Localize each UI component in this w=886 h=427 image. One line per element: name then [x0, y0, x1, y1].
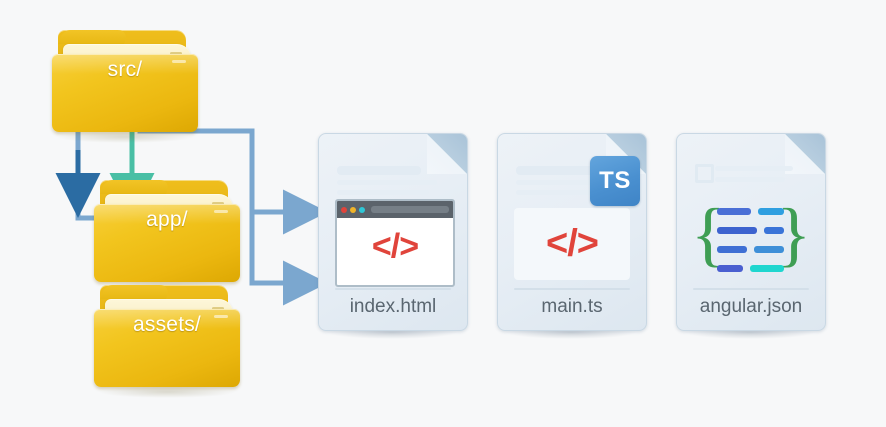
- text-rule: [516, 166, 600, 175]
- folder-front-panel: [94, 309, 240, 387]
- json-row: [717, 246, 785, 253]
- json-bar: [758, 208, 784, 215]
- typescript-badge-icon: TS: [590, 156, 640, 206]
- browser-window-icon: </>: [335, 199, 455, 287]
- card-divider: [693, 288, 809, 290]
- file-card: { }: [676, 133, 826, 331]
- browser-dot-cyan: [359, 206, 365, 213]
- file-card: </> TS main.ts: [497, 133, 647, 331]
- json-bar: [750, 265, 784, 272]
- file-index-html[interactable]: </> index.html: [318, 133, 468, 339]
- text-rule: [337, 190, 429, 195]
- folder-shadow: [98, 386, 236, 398]
- json-bar: [717, 246, 747, 253]
- folder-notch: [214, 210, 228, 213]
- card-divider: [514, 288, 630, 290]
- file-angular-json[interactable]: { }: [676, 133, 826, 339]
- file-label-angular-json: angular.json: [699, 296, 803, 317]
- json-row: [717, 227, 785, 234]
- folder-notch: [172, 60, 186, 63]
- browser-dot-yellow: [350, 206, 356, 213]
- json-bar: [764, 227, 784, 234]
- folder-front-panel: [52, 54, 198, 132]
- json-braces-icon: { }: [689, 194, 813, 284]
- folder-label-assets: assets/: [133, 313, 201, 336]
- json-rows: [717, 208, 785, 272]
- file-card: </> index.html: [318, 133, 468, 331]
- text-rule: [516, 180, 616, 185]
- folder-label-src: src/: [107, 58, 143, 81]
- folder-shadow: [56, 131, 194, 143]
- file-label-index-html: index.html: [349, 296, 437, 317]
- browser-titlebar: [337, 201, 453, 218]
- folder-label-app: app/: [146, 208, 188, 231]
- json-bar: [717, 208, 751, 215]
- code-panel: </>: [514, 208, 630, 280]
- folder-assets[interactable]: assets/: [92, 283, 242, 398]
- json-bar: [754, 246, 784, 253]
- browser-address-bar: [371, 206, 449, 213]
- text-rule: [516, 190, 608, 195]
- folder-app[interactable]: app/: [92, 178, 242, 293]
- text-rule: [337, 180, 437, 185]
- json-bar: [717, 227, 757, 234]
- brace-left: {: [691, 194, 726, 274]
- brace-right: }: [776, 194, 811, 274]
- json-bar: [717, 265, 743, 272]
- folder-front-panel: [94, 204, 240, 282]
- code-brackets-icon: </>: [546, 222, 599, 265]
- text-rule: [695, 164, 714, 183]
- json-row: [717, 265, 785, 272]
- text-rule: [337, 166, 421, 175]
- json-row: [717, 208, 785, 215]
- text-rule: [715, 166, 793, 171]
- folder-src[interactable]: src/: [50, 28, 200, 143]
- code-brackets-icon: </>: [371, 227, 419, 266]
- file-label-main-ts: main.ts: [541, 296, 603, 317]
- folder-notch: [214, 315, 228, 318]
- text-rule: [715, 177, 785, 182]
- file-main-ts[interactable]: </> TS main.ts: [497, 133, 647, 339]
- browser-dot-red: [341, 206, 347, 213]
- card-divider: [335, 288, 451, 290]
